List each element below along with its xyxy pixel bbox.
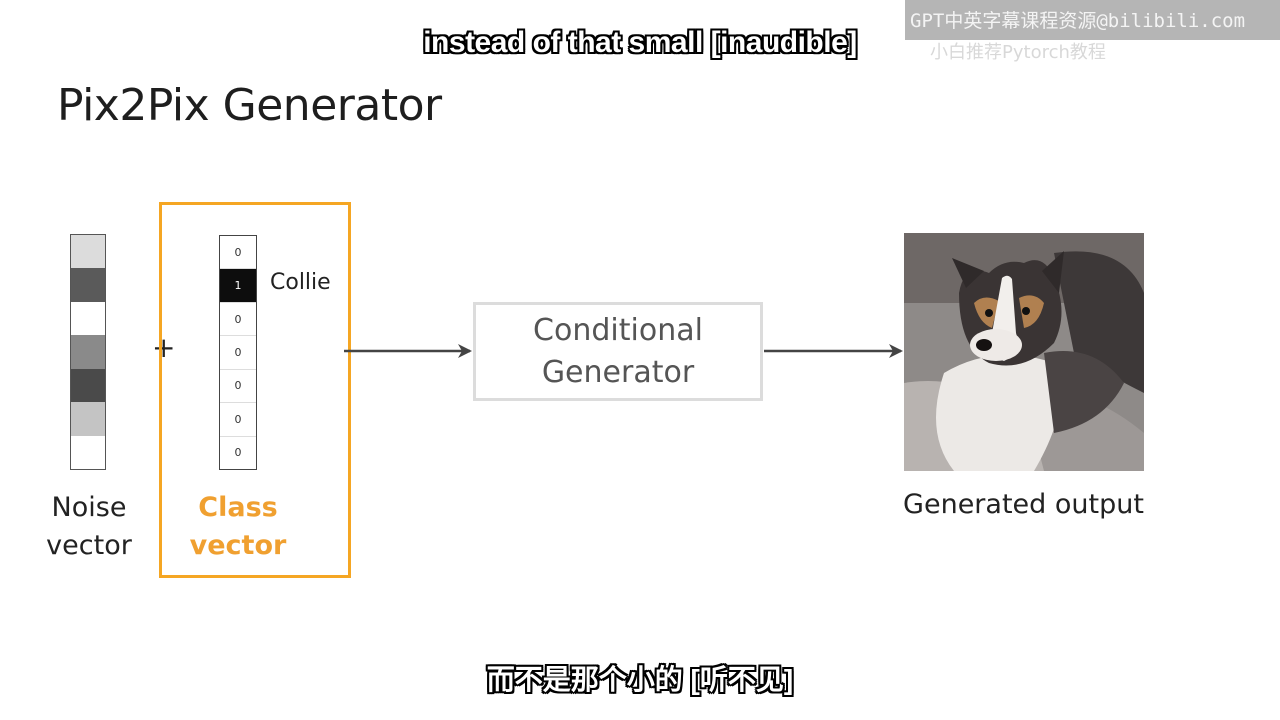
noise-vector-cell bbox=[71, 368, 105, 403]
class-vector-cell: 1 bbox=[220, 269, 256, 303]
noise-vector-cell bbox=[71, 335, 105, 369]
plus-symbol: + bbox=[152, 331, 176, 364]
noise-vector-cell bbox=[71, 402, 105, 436]
noise-vector-cell bbox=[71, 435, 105, 469]
class-vector-cell: 0 bbox=[234, 446, 242, 460]
noise-vector-cell bbox=[71, 235, 105, 269]
noise-vector bbox=[70, 234, 106, 470]
watermark-banner bbox=[905, 0, 1280, 40]
collie-dog-icon bbox=[904, 233, 1144, 471]
noise-vector-cell bbox=[71, 301, 105, 336]
generated-output-label: Generated output bbox=[903, 489, 1144, 520]
watermark-subtext: 小白推荐Pytorch教程 bbox=[930, 42, 1106, 63]
class-vector-cell: 0 bbox=[220, 403, 256, 437]
active-class-label: Collie bbox=[270, 270, 331, 295]
watermark-text: GPT中英字幕课程资源@bilibili.com bbox=[910, 10, 1246, 32]
class-vector-highlight bbox=[159, 202, 351, 578]
class-vector-cell: 0 bbox=[220, 236, 256, 270]
subtitle-english: instead of that small [inaudible] bbox=[423, 26, 857, 59]
class-vector-cell: 0 bbox=[220, 336, 256, 370]
class-vector-cell: 0 bbox=[220, 370, 256, 404]
generated-collie-image bbox=[904, 233, 1144, 471]
class-vector-cell: 0 bbox=[220, 303, 256, 337]
slide-title: Pix2Pix Generator bbox=[57, 80, 442, 131]
subtitle-chinese: 而不是那个小的 [听不见] bbox=[486, 664, 794, 695]
noise-vector-cell bbox=[71, 268, 105, 302]
